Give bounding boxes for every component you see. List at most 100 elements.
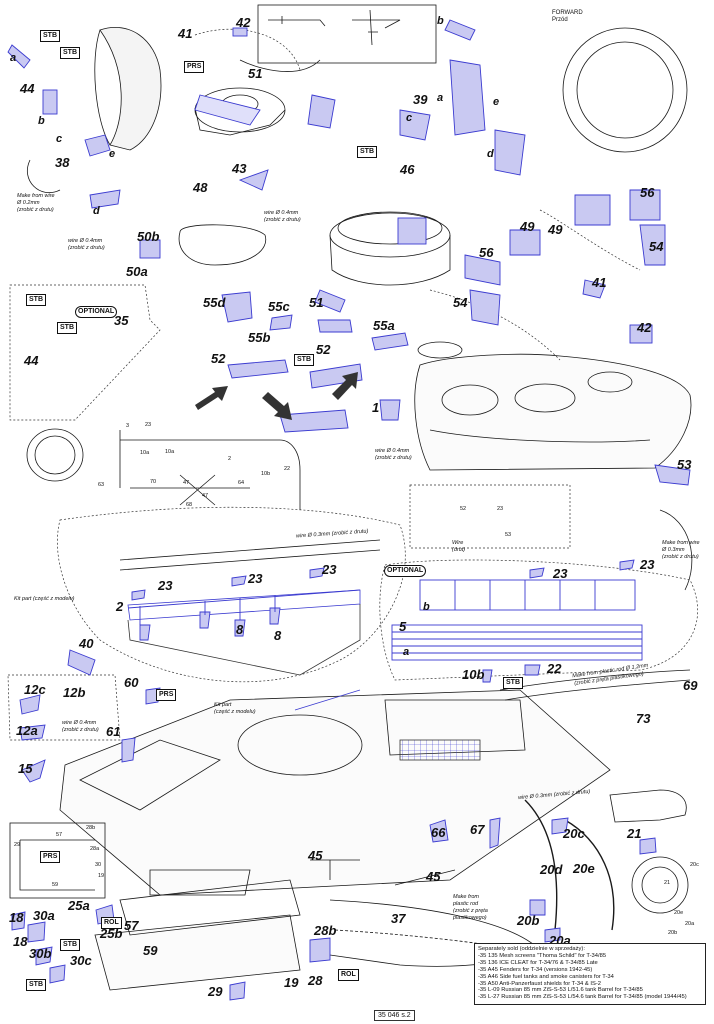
part-label-1: 1 xyxy=(372,400,380,415)
stb-tag: STB xyxy=(57,322,77,334)
part-label-10b: 10b xyxy=(462,667,485,682)
legend-line: -35 135 Mesh screens "Thoma Schild" for … xyxy=(478,952,607,959)
kit-part-note: Kit part (część z modelu) xyxy=(14,596,75,602)
legend-line: -35 A46 Side fuel tanks and smoke canist… xyxy=(478,973,614,980)
inset-number: 68 xyxy=(186,502,193,508)
part-label-8a: 8 xyxy=(236,622,244,637)
part-label-54b: 54 xyxy=(453,295,468,310)
part-label-42: 42 xyxy=(236,15,251,30)
forward-label-pl: Przód xyxy=(552,17,568,23)
inset-number: 63 xyxy=(98,482,105,488)
inset-number: 29 xyxy=(14,842,21,848)
sub-label-e: e xyxy=(109,148,116,160)
inset-number: 2 xyxy=(228,456,232,462)
part-label-55a: 55a xyxy=(373,318,395,333)
inset-number: 23 xyxy=(145,422,152,428)
part-label-28b: 28b xyxy=(314,923,337,938)
wire-note-pl: (zrobić z drutu) xyxy=(375,455,412,461)
stb-tag: STB xyxy=(357,146,377,158)
part-label-30a: 30a xyxy=(33,908,55,923)
stb-tag: STB xyxy=(60,939,80,951)
part-label-30c: 30c xyxy=(70,953,92,968)
sub-label-a3: a xyxy=(403,646,410,658)
part-label-22: 22 xyxy=(547,661,562,676)
part-label-20c: 20c xyxy=(563,826,585,841)
wire-note-pl: (drut) xyxy=(452,547,466,553)
part-label-23b: 23 xyxy=(248,571,263,586)
wire-note: wire Ø 0.4mm xyxy=(375,448,410,454)
part-label-19: 19 xyxy=(284,975,299,990)
part-label-42b: 42 xyxy=(637,320,652,335)
forward-label: FORWARD xyxy=(552,10,583,16)
part-label-50b: 50b xyxy=(137,229,160,244)
separately-sold-legend: Separately sold (oddzielnie w sprzedaży)… xyxy=(474,943,706,1005)
part-label-52b: 52 xyxy=(316,342,331,357)
inset-number: 21 xyxy=(664,880,671,886)
inset-number: 52 xyxy=(460,506,467,512)
kit-part-note: Kit part xyxy=(214,702,232,708)
part-label-56: 56 xyxy=(640,185,655,200)
part-label-12b: 12b xyxy=(63,685,86,700)
legend-line: -35 A45 Fenders for T-34 (versions 1942-… xyxy=(478,966,593,973)
inset-number: 10a xyxy=(140,450,150,456)
legend-line: -35 L-09 Russian 85 mm ZiS-S-53 L/51.6 t… xyxy=(478,987,643,994)
part-label-37: 37 xyxy=(391,911,406,926)
legend-line: -35 L-27 Russian 85 mm ZiS-S-53 L/54.6 t… xyxy=(478,994,687,1001)
part-label-44b: 44 xyxy=(24,353,39,368)
inset-number: 59 xyxy=(52,882,59,888)
inset-number: 22 xyxy=(284,466,291,472)
part-label-69: 69 xyxy=(683,678,698,693)
sub-label-d2: d xyxy=(487,148,494,160)
part-label-55c: 55c xyxy=(268,299,290,314)
wire-note-pl: (zrobić z drutu) xyxy=(662,554,699,560)
part-label-50a: 50a xyxy=(126,264,148,279)
stb-tag: STB xyxy=(503,677,523,689)
part-label-51: 51 xyxy=(248,66,263,81)
rod-note: Make from xyxy=(453,894,479,900)
stb-tag: STB xyxy=(40,30,60,42)
part-label-23a: 23 xyxy=(158,578,173,593)
rol-tag: ROL xyxy=(101,917,122,929)
wire-note: Make from wire xyxy=(17,193,55,199)
wire-note: Ø 0.3mm xyxy=(662,547,685,553)
part-label-54: 54 xyxy=(649,239,664,254)
part-label-41b: 41 xyxy=(592,275,607,290)
part-label-48: 48 xyxy=(193,180,208,195)
part-label-25a: 25a xyxy=(68,898,90,913)
inset-number: 47 xyxy=(202,493,209,499)
part-label-35: 35 xyxy=(114,313,129,328)
part-label-23c: 23 xyxy=(322,562,337,577)
legend-line: -35 136 ICE CLEAT for T-34/76 & T-34/85 … xyxy=(478,959,598,966)
wire-note: Wire xyxy=(452,540,464,546)
part-label-12a: 12a xyxy=(16,723,38,738)
part-label-45: 45 xyxy=(308,848,323,863)
inset-number: 28b xyxy=(86,825,96,831)
inset-number: 64 xyxy=(238,480,245,486)
inset-number: 10a xyxy=(165,449,175,455)
part-label-41: 41 xyxy=(178,26,193,41)
sub-label-c2: c xyxy=(406,112,413,124)
part-label-49b: 49 xyxy=(520,219,535,234)
part-label-23e: 23 xyxy=(640,557,655,572)
part-label-53: 53 xyxy=(677,457,692,472)
part-label-45b: 45 xyxy=(426,869,441,884)
sub-label-b: b xyxy=(38,115,45,127)
part-label-20e: 20e xyxy=(573,861,595,876)
part-label-66: 66 xyxy=(431,825,446,840)
inset-number: 23 xyxy=(497,506,504,512)
legend-title: Separately sold (oddzielnie w sprzedaży)… xyxy=(478,946,585,952)
wire-note-pl: (zrobić z drutu) xyxy=(17,207,54,213)
inset-number: 20e xyxy=(674,910,684,916)
part-label-15: 15 xyxy=(18,761,33,776)
part-label-23d: 23 xyxy=(553,566,568,581)
inset-number: 3 xyxy=(126,423,130,429)
part-label-21: 21 xyxy=(627,826,642,841)
prs-tag: PRS xyxy=(40,851,61,863)
inset-number: 47 xyxy=(183,480,190,486)
wire-note-pl: (zrobić z drutu) xyxy=(68,245,105,251)
inset-number: 53 xyxy=(505,532,512,538)
wire-note: Ø 0.2mm xyxy=(17,200,40,206)
part-label-55b: 55b xyxy=(248,330,271,345)
inset-number: 20a xyxy=(685,921,695,927)
inset-number: 20b xyxy=(668,930,678,936)
